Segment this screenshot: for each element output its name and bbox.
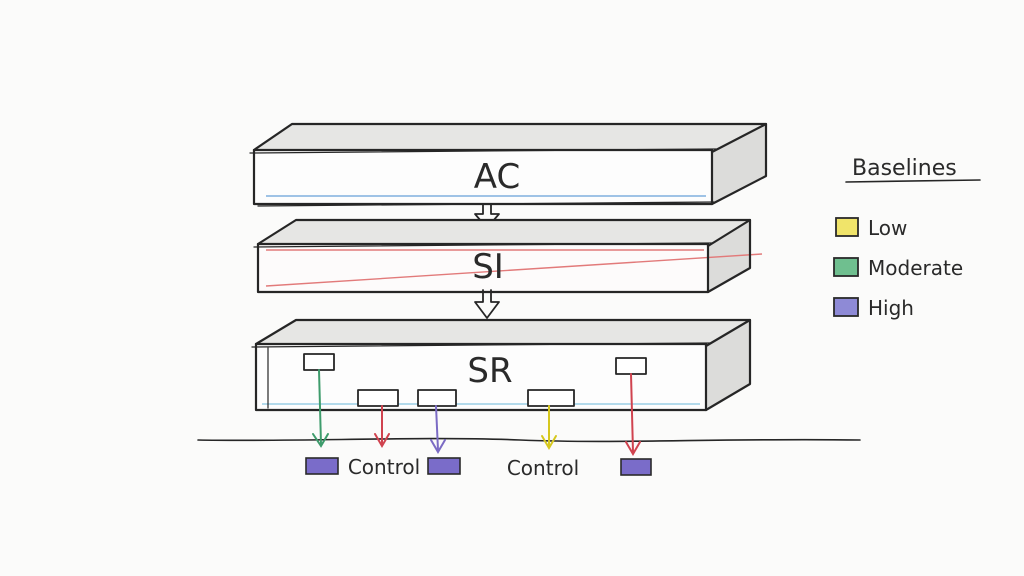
connector-arrows	[312, 369, 641, 456]
target-box	[427, 457, 461, 475]
ground-line	[197, 437, 861, 443]
control-box-bottom-1	[357, 389, 399, 407]
target-boxes	[305, 457, 652, 476]
legend: Baselines Low Moderate High	[833, 156, 981, 320]
legend-label-low: Low	[868, 216, 907, 240]
legend-label-moderate: Moderate	[868, 256, 963, 280]
target-box	[620, 458, 652, 476]
legend-swatch-high	[833, 297, 859, 317]
layer-si: SI	[253, 218, 763, 294]
control-box-bottom-2	[417, 389, 457, 407]
control-box-bottom-3	[527, 389, 575, 407]
layer-tint-line	[265, 253, 763, 287]
arrow-down-icon	[312, 369, 329, 448]
control-label: Control	[348, 455, 420, 479]
target-box	[305, 457, 339, 475]
legend-swatch-moderate	[833, 257, 859, 277]
layer-sr: SR	[251, 318, 752, 412]
arrow-down-icon	[625, 373, 641, 456]
legend-label-high: High	[868, 296, 914, 320]
legend-title-underline	[845, 179, 981, 183]
arrow-down-icon	[430, 405, 446, 454]
down-arrow-icon	[474, 289, 500, 319]
legend-swatch-low	[835, 217, 859, 237]
layer-label-ac: AC	[474, 157, 520, 197]
layer-label-si: SI	[472, 247, 504, 287]
layer-label-sr: SR	[467, 351, 512, 391]
control-box-top-left	[303, 353, 335, 371]
legend-title: Baselines	[852, 156, 957, 181]
arrow-down-icon	[374, 405, 390, 448]
arrow-down-icon	[541, 405, 557, 450]
layer-ac: AC	[249, 122, 768, 207]
control-box-top-right	[615, 357, 647, 375]
control-label: Control	[507, 456, 579, 480]
